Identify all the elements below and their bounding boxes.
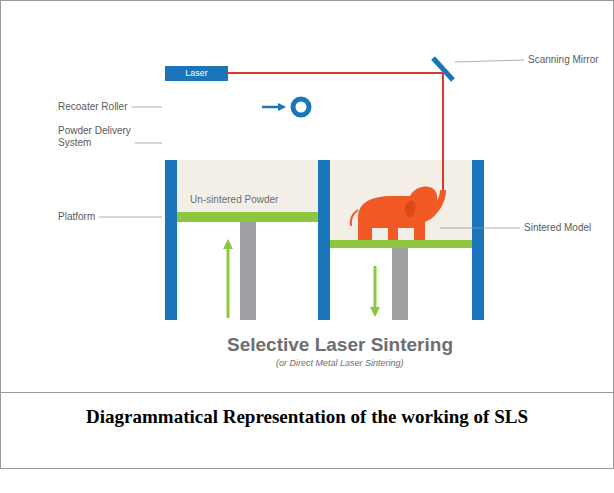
wall [318,160,330,320]
piston [392,248,408,320]
leader-line [440,228,520,229]
laser-beam [228,73,443,190]
part-label: Un-sintered Powder [190,194,278,206]
table-border [1,1,614,469]
diagram-title: Selective Laser Sintering [140,333,540,356]
table-divider [0,392,614,393]
box-label: Laser [185,68,208,79]
platform [330,240,472,248]
powder-bed [177,160,318,212]
roller-arrow [262,106,284,109]
down-arrow [374,266,377,314]
elephant-model [358,186,446,240]
laser-box: Laser [165,66,228,81]
part-label: Recoater Roller [58,101,127,113]
leader-line [455,60,524,62]
platform [177,212,318,222]
wall [472,160,484,320]
piston [240,222,256,320]
part-label: Platform [58,211,95,223]
leader-line [99,217,162,218]
part-label: Sintered Model [524,222,591,234]
recoater-roller [293,99,309,115]
subtitle: (or Direct Metal Laser Sintering) [276,357,404,369]
elephant-ear [405,200,416,218]
elephant-tail [351,210,358,226]
up-arrow [227,242,230,318]
wall [165,160,177,320]
part-label: Scanning Mirror [528,54,599,66]
figure-caption: Diagrammatical Representation of the wor… [22,405,592,429]
leader-line [131,107,162,108]
part-label: Powder Delivery System [58,125,138,149]
leader-line [135,143,162,144]
scanning-mirror [433,58,453,80]
